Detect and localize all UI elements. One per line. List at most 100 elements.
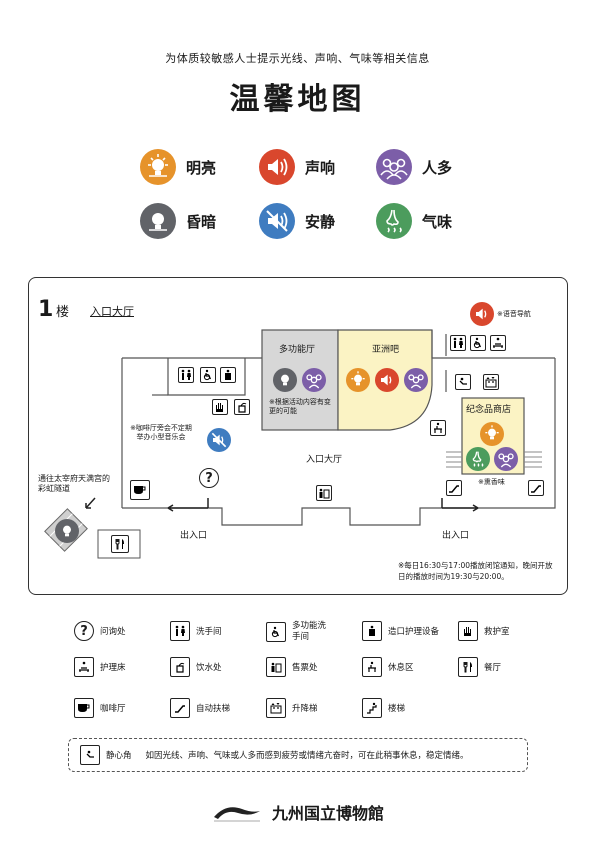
- key-item: 救护室: [458, 621, 510, 641]
- speaker-icon: [470, 302, 494, 326]
- key-item: 自动扶梯: [170, 698, 230, 718]
- page-title: 温馨地图: [229, 82, 366, 117]
- quiet-corner-description: 如因光线、声响、气味或人多而感到疲劳或情绪亢奋时，可在此稍事休息，稳定情绪。: [145, 751, 469, 761]
- stairs-icon: [362, 698, 382, 718]
- key-item: 造口护理设备: [362, 621, 439, 641]
- hall-label: 入口大厅: [306, 455, 343, 465]
- floor-map: [28, 277, 568, 595]
- floor-unit: 楼: [56, 305, 70, 320]
- coffee-icon: [74, 698, 94, 718]
- key-item: 洗手间: [170, 621, 222, 641]
- gift-shop-label: 纪念品商店: [466, 405, 512, 415]
- key-item: 休息区: [362, 657, 414, 677]
- museum-emblem-icon: [214, 807, 260, 822]
- nose-icon: [376, 203, 412, 239]
- incense-note: ※熏香味: [478, 478, 505, 486]
- restroom-icon: [170, 621, 190, 641]
- quiet-corner-icon: [455, 374, 471, 390]
- water-fountain-icon: [234, 399, 250, 415]
- multi-hall-note: ※根据活动内容有变更的可能: [269, 398, 331, 415]
- escalator-icon: [528, 480, 544, 496]
- legend-sound: 声响: [259, 149, 335, 185]
- museum-logo: 九州国立博物館: [212, 800, 384, 824]
- question-icon: ?: [74, 621, 94, 641]
- rest-area-icon: [430, 420, 446, 436]
- crowd-icon: [302, 368, 326, 392]
- crowd-icon: [376, 149, 412, 185]
- key-item: 护理床: [74, 657, 126, 677]
- speaker-icon: [259, 149, 295, 185]
- ticket-icon: [316, 485, 332, 501]
- escalator-icon: [446, 480, 462, 496]
- first-aid-icon: [458, 621, 478, 641]
- legend-dim: 昏暗: [140, 203, 216, 239]
- care-bed-icon: [490, 335, 506, 351]
- legend-label: 安静: [305, 212, 336, 231]
- asia-bar-label: 亚洲吧: [372, 345, 400, 355]
- key-item: 咖啡厅: [74, 698, 126, 718]
- legend-crowd: 人多: [376, 149, 452, 185]
- museum-name: 九州国立博物館: [272, 804, 385, 823]
- quiet-corner: 静心角 如因光线、声响、气味或人多而感到疲劳或情绪亢奋时，可在此稍事休息，稳定情…: [80, 745, 469, 765]
- ticket-icon: [266, 657, 286, 677]
- nose-icon: [466, 447, 490, 471]
- bulb-bright-icon: [140, 149, 176, 185]
- care-bed-icon: [74, 657, 94, 677]
- legend-label: 气味: [422, 212, 453, 231]
- legend-quiet: 安静: [259, 203, 335, 239]
- elevator-icon: [483, 374, 499, 390]
- speaker-muted-icon: [207, 428, 231, 452]
- question-icon: ?: [199, 468, 219, 488]
- quiet-corner-label: 静心角: [106, 751, 132, 761]
- restroom-icon: [178, 367, 194, 383]
- key-item: 售票处: [266, 657, 318, 677]
- legend-label: 明亮: [186, 158, 217, 177]
- exit-label-right: 出入口: [442, 531, 470, 541]
- coffee-icon: [130, 480, 150, 500]
- multi-hall-label: 多功能厅: [279, 345, 316, 355]
- audio-guide-note: ※语音导航: [497, 310, 531, 318]
- first-aid-icon: [212, 399, 228, 415]
- bulb-dim-icon: [55, 519, 79, 543]
- legend-label: 昏暗: [186, 212, 217, 231]
- water-fountain-icon: [170, 657, 190, 677]
- legend-smell: 气味: [376, 203, 452, 239]
- key-item: 多功能洗手间: [266, 621, 332, 643]
- rainbow-tunnel-label: 通往太宰府天满宫的彩虹隧道: [38, 474, 110, 493]
- floor-area-name: 入口大厅: [90, 305, 134, 318]
- speaker-icon: [375, 368, 399, 392]
- cafe-concert-note: ※咖啡厅旁会不定期举办小型音乐会: [130, 424, 192, 441]
- subtitle: 为体质较敏感人士提示光线、声响、气味等相关信息: [165, 52, 430, 65]
- floor-number: 1: [38, 297, 54, 322]
- key-item: 楼梯: [362, 698, 405, 718]
- bulb-dim-icon: [273, 368, 297, 392]
- quiet-corner-icon: [80, 745, 100, 765]
- legend-label: 人多: [422, 158, 453, 177]
- ostomy-icon: [362, 621, 382, 641]
- elevator-icon: [266, 698, 286, 718]
- crowd-icon: [404, 368, 428, 392]
- exit-label-left: 出入口: [180, 531, 208, 541]
- bulb-bright-icon: [346, 368, 370, 392]
- escalator-icon: [170, 698, 190, 718]
- rest-area-icon: [362, 657, 382, 677]
- legend-label: 声响: [305, 158, 336, 177]
- key-item: 升降梯: [266, 698, 318, 718]
- bulb-dim-icon: [140, 203, 176, 239]
- accessible-restroom-icon: [200, 367, 216, 383]
- accessible-restroom-icon: [266, 622, 286, 642]
- crowd-icon: [494, 447, 518, 471]
- speaker-muted-icon: [259, 203, 295, 239]
- schedule-note: ※每日16:30与17:00播放闭馆通知，晚间开放日的播放时间为19:30与20…: [398, 561, 553, 581]
- restaurant-icon: [111, 535, 129, 553]
- bulb-bright-icon: [480, 422, 504, 446]
- accessible-restroom-icon: [470, 335, 486, 351]
- key-item: 餐厅: [458, 657, 501, 677]
- restroom-icon: [450, 335, 466, 351]
- key-item: ?问询处: [74, 621, 126, 641]
- legend-bright: 明亮: [140, 149, 216, 185]
- restaurant-icon: [458, 657, 478, 677]
- key-item: 饮水处: [170, 657, 222, 677]
- quiet-corner-box: [68, 738, 528, 772]
